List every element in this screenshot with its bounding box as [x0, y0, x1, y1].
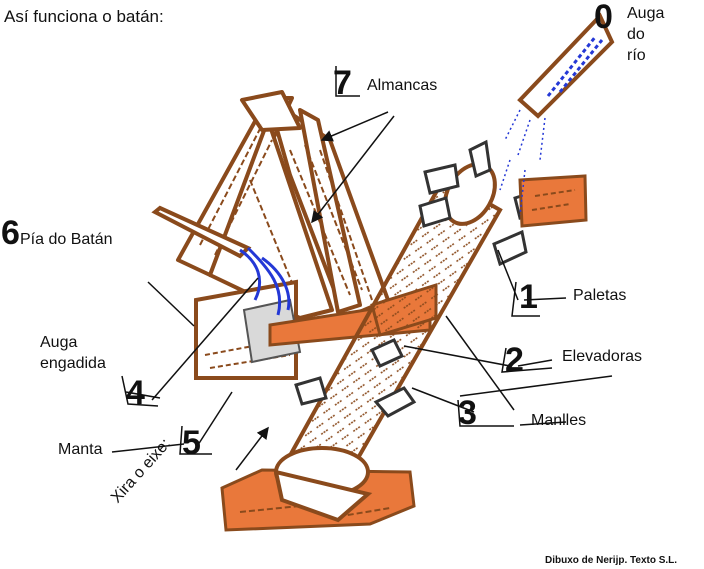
part-5-number: 5: [182, 424, 201, 462]
part-7-label: Almancas: [367, 77, 438, 94]
part-1-number: 1: [519, 278, 538, 316]
part-6-label: Pía do Batán: [20, 231, 113, 248]
part-7-number: 7: [333, 64, 352, 102]
water-chute: [499, 12, 615, 216]
basin-water: [239, 246, 291, 316]
part-2-label: Elevadoras: [562, 348, 643, 365]
part-1-label: Paletas: [573, 287, 627, 304]
right-bearing-block: [518, 174, 588, 228]
bottom-bearing-block: [220, 446, 416, 532]
leader-lines: [111, 111, 613, 471]
part-3-number: 3: [458, 394, 477, 432]
part-0-label-line-2: do: [627, 26, 645, 43]
part-2-number: 2: [505, 341, 524, 379]
part-4-number: 4: [126, 374, 145, 412]
part-0-label-line-3: río: [627, 47, 646, 64]
part-4-label-line-2: engadida: [40, 355, 106, 372]
part-5-label: Manta: [58, 441, 103, 458]
part-0-number: 0: [594, 0, 613, 36]
part-6-number: 6: [1, 214, 20, 252]
part-0-label-line-1: Auga: [627, 5, 665, 22]
cams: [294, 338, 417, 418]
diagram-title: Así funciona o batán:: [4, 7, 164, 26]
part-4-label-line-1: Auga: [40, 334, 78, 351]
number-brackets: [121, 66, 553, 455]
credit-text: Dibuxo de Nerijp. Texto S.L.: [545, 555, 678, 566]
part-3-label: Manlles: [531, 412, 587, 429]
